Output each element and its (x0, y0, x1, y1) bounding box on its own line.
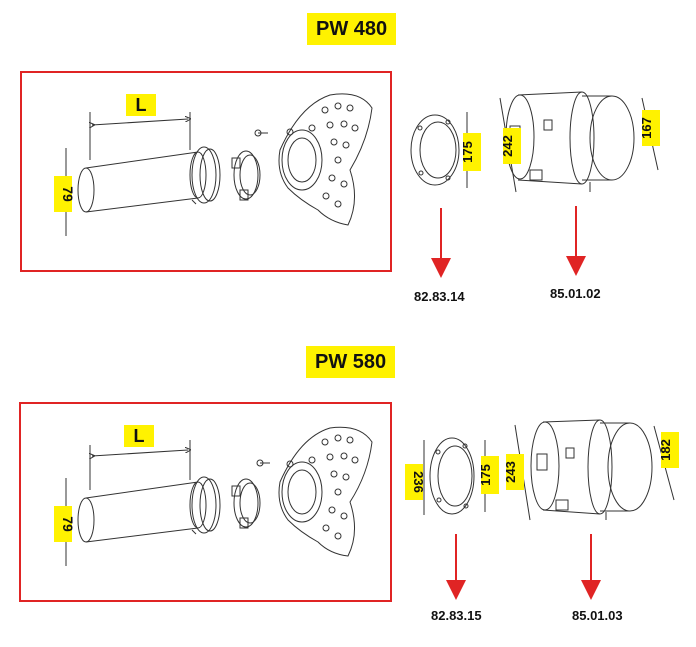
pipe-pw480 (77, 146, 221, 213)
clip-ring-pw580 (231, 478, 261, 529)
flue-ring-pw580 (429, 437, 475, 515)
section-title-pw580: PW 580 (306, 346, 396, 378)
flue-ring-pw480 (410, 114, 460, 186)
adapter-inner-label-pw480: 167 (639, 117, 654, 139)
adapter-pw480 (505, 91, 635, 192)
ring-diameter-label-pw480: 175 (460, 141, 475, 163)
ring-inner-dimension-pw580: 175 (478, 440, 499, 512)
length-label-pw580: L (134, 426, 145, 446)
terminal-head-pw580 (278, 426, 373, 557)
screw-pw480 (254, 129, 268, 137)
pipe-pw580 (77, 476, 221, 543)
length-dimension-pw580: L (90, 425, 190, 490)
ring-outer-label-pw580: 236 (411, 471, 426, 493)
part-code-ring-pw580: 82.83.15 (431, 608, 482, 623)
pipe-diameter-dimension-pw480: 79 (54, 148, 76, 236)
part-code-adapter-pw480: 85.01.02 (550, 286, 601, 301)
pipe-diameter-dimension-pw580: 79 (54, 478, 76, 566)
ring-diameter-dimension-pw480: 175 (460, 112, 481, 188)
kit-frame-pw480 (20, 71, 392, 272)
pipe-diameter-label-pw480: 79 (60, 186, 76, 202)
adapter-outer-dimension-pw480: 242 (499, 97, 521, 193)
section-title-pw480: PW 480 (307, 13, 397, 45)
part-code-adapter-pw580: 85.01.03 (572, 608, 623, 623)
ring-outer-dimension-pw580: 236 (405, 440, 426, 515)
adapter-inner-dimension-pw580: 182 (653, 425, 679, 501)
adapter-inner-dimension-pw480: 167 (639, 97, 660, 171)
clip-ring-pw480 (231, 150, 261, 201)
length-dimension-pw480: L (90, 94, 190, 160)
terminal-head-pw480 (278, 93, 373, 226)
pipe-diameter-label-pw580: 79 (60, 516, 76, 532)
adapter-inner-label-pw580: 182 (658, 439, 673, 461)
length-label-pw480: L (136, 95, 147, 115)
adapter-pw580 (530, 419, 653, 520)
adapter-outer-label-pw480: 242 (500, 135, 515, 157)
adapter-outer-dimension-pw580: 243 (503, 424, 531, 521)
adapter-outer-label-pw580: 243 (503, 461, 518, 483)
ring-inner-label-pw580: 175 (478, 464, 493, 486)
screw-pw580 (256, 459, 270, 467)
kit-frame-pw580 (19, 402, 392, 602)
part-code-ring-pw480: 82.83.14 (414, 289, 465, 304)
